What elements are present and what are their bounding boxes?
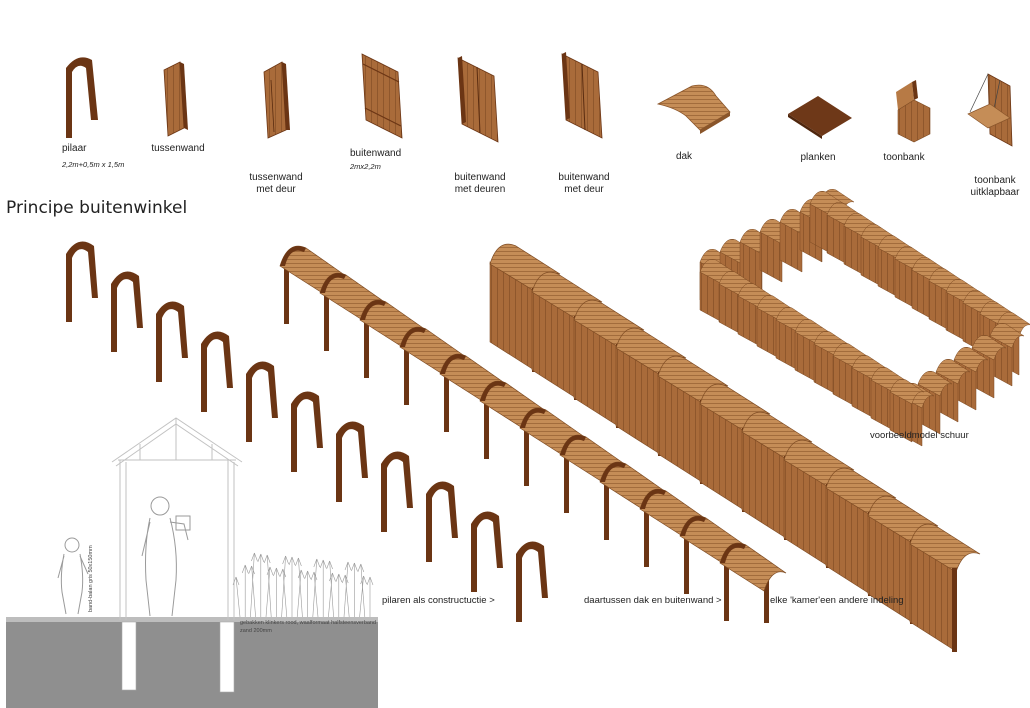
buitenwand-met-deuren-icon [457,56,499,143]
ring-segment [718,271,754,335]
label-planken: planken [800,152,836,163]
example-model-ring [699,189,1030,447]
reed-plants [232,552,374,618]
component-icons [66,52,1013,147]
pillar-row [66,241,548,622]
note-paving: gebakken klinkers rood, waalformaat half… [240,620,377,626]
ring-segment [870,367,906,431]
shed-frame [111,417,243,620]
pillar [471,511,503,592]
foundation-right [219,621,235,693]
label-buitenwand-met-deur: buitenwand met deur [558,172,610,195]
section-title: Principe buitenwinkel [6,198,188,218]
caption-model: voorbeeldmodel schuur [870,430,969,441]
toonbank-uitklapbaar-icon [967,73,1013,147]
pillar [246,361,278,442]
pillar [426,481,458,562]
label-buitenwand: buitenwand 2mx2,2m [350,148,402,171]
pillar [66,241,98,322]
pilaar-icon [66,57,98,139]
people-figures [57,496,191,617]
planken-icon [788,96,852,139]
dak-icon [656,84,731,134]
ring-segment [877,235,913,299]
note-beam: band-balan gris 50x150mm [88,545,94,612]
label-buitenwand-met-deuren: buitenwand met deuren [454,172,506,195]
ring-segment [894,246,930,310]
label-toonbank: toonbank [883,152,925,163]
building-segment [909,523,981,652]
caption-rooms: elke 'kamer'een andere indeling [770,595,904,606]
pillar [201,331,233,412]
label-pilaar: pilaar 2,2m+0,5m x 1,5m [62,143,125,169]
tussenwand-met-deur-icon [263,61,290,139]
note-sand: zand 200mm [240,628,272,634]
toonbank-icon [896,80,931,143]
pillar [336,421,368,502]
pillar [111,271,143,352]
foundation-left [121,621,137,691]
pillar [381,451,413,532]
label-tussenwand: tussenwand [151,143,205,154]
buitenwand-met-deur-icon [561,52,603,139]
buitenwand-icon [361,53,403,139]
building-row [489,243,981,652]
label-toonbank-uitklapbaar: toonbank uitklapbaar [970,175,1020,198]
caption-pillars: pilaren als constructuctie > [382,595,495,606]
roof-segment [719,542,787,623]
pillar [156,301,188,382]
ring-segment [889,379,925,443]
ground-fill [6,620,378,708]
roof-row [279,245,787,623]
label-dak: dak [675,151,693,162]
pillar [291,391,323,472]
label-tussenwand-met-deur: tussenwand met deur [249,172,303,195]
pillar [516,541,548,622]
ring-segment [911,257,947,321]
caption-roof-walls: daartussen dak en buitenwand > [584,595,722,606]
tussenwand-icon [163,61,188,137]
cross-section [6,417,378,708]
ring-segment [826,202,862,266]
